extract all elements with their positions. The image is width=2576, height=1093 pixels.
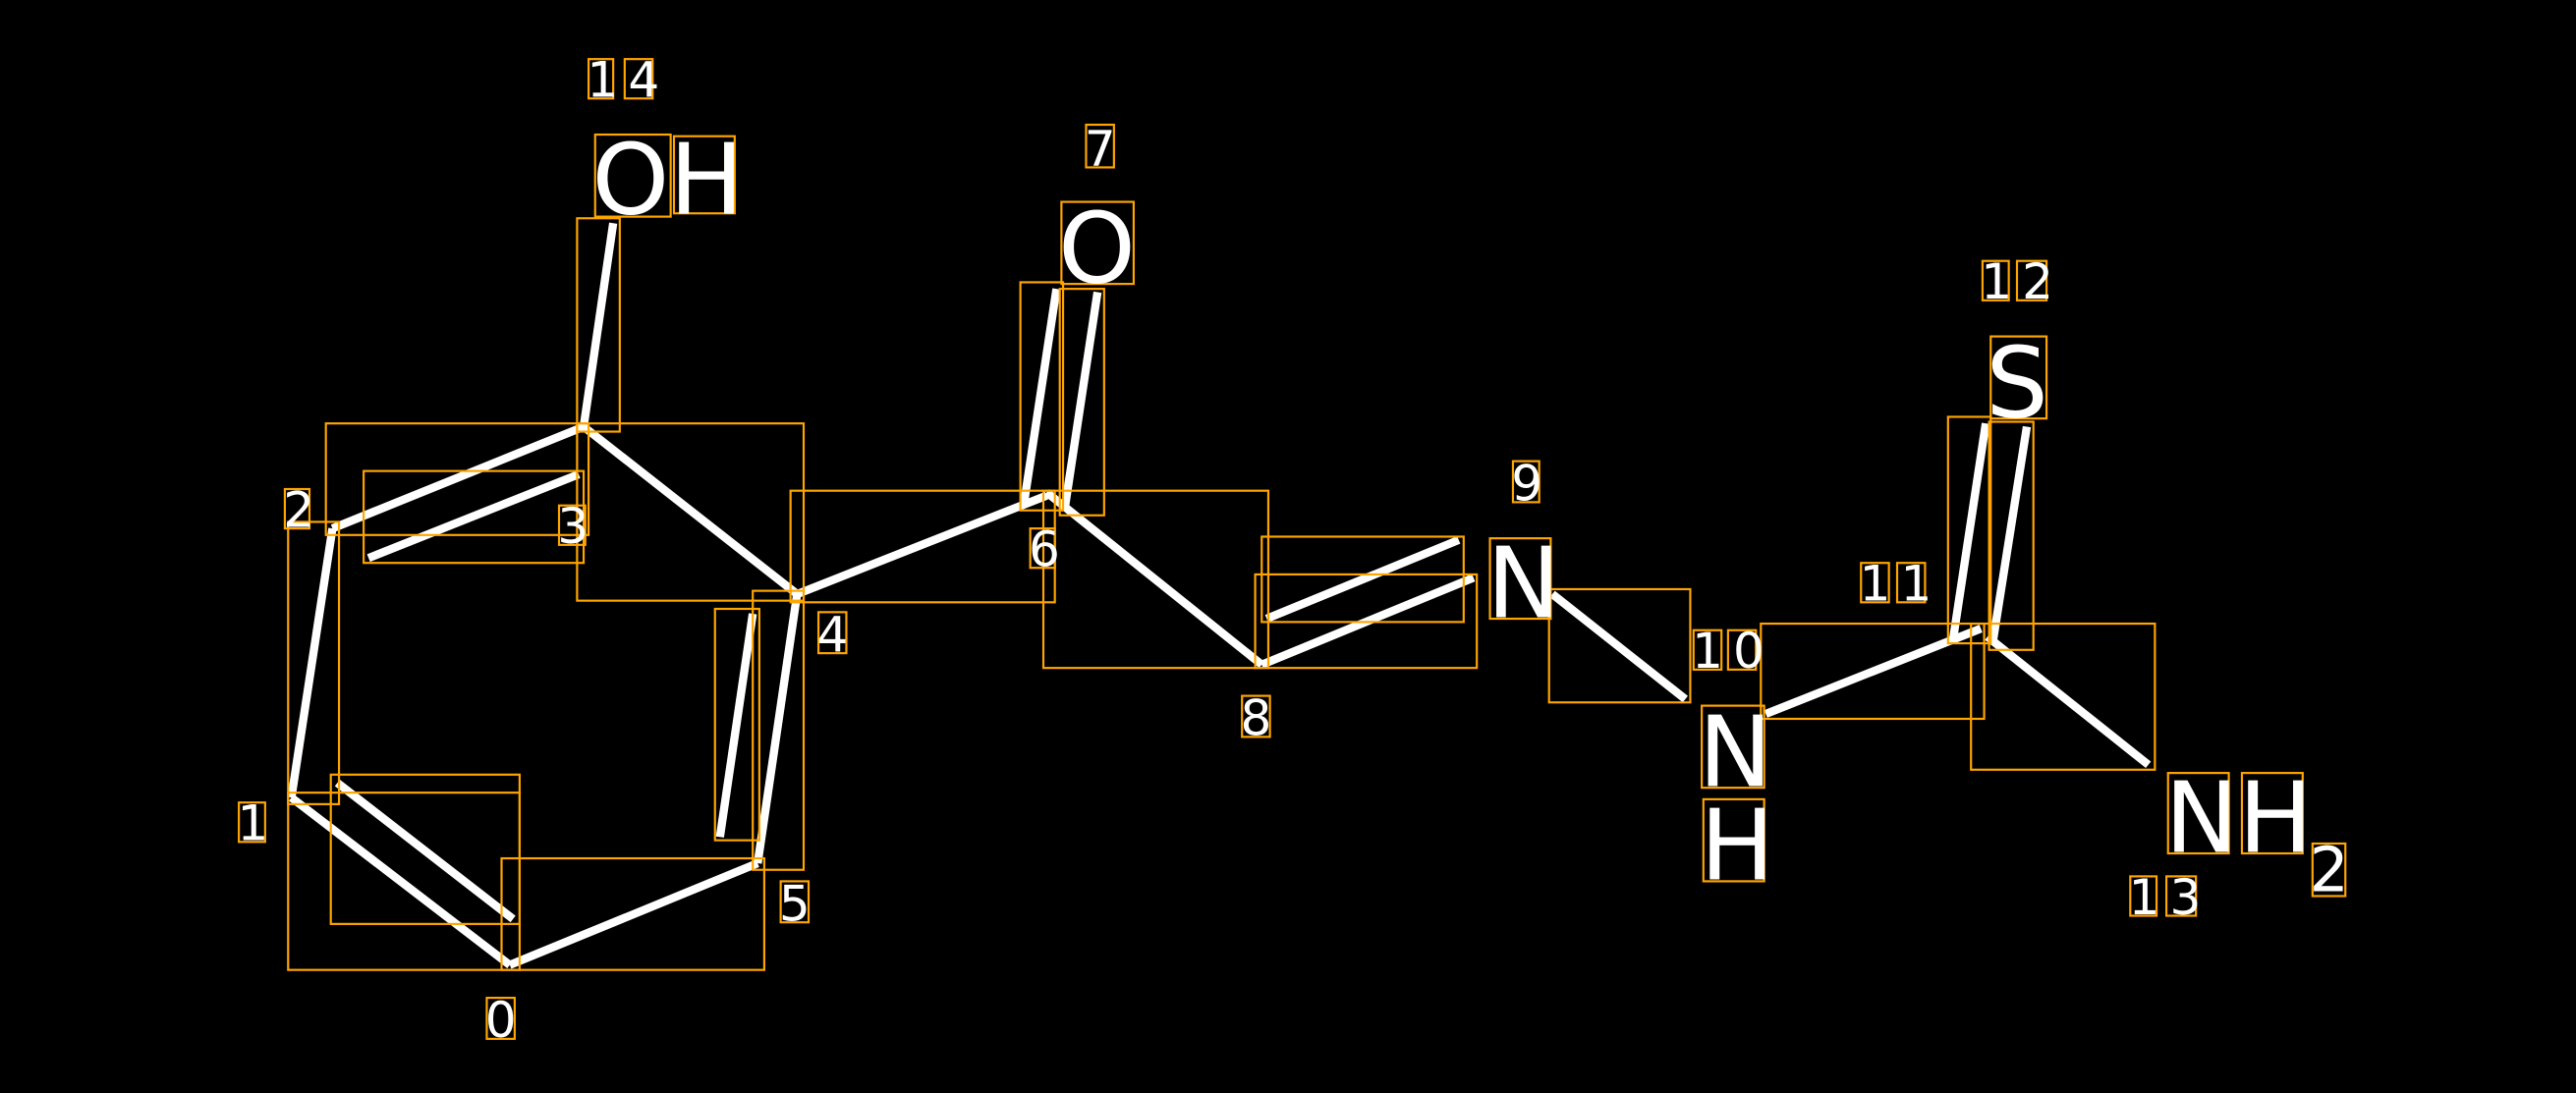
- index-9: 9: [1511, 455, 1552, 513]
- bounding-box: [1702, 797, 1765, 883]
- bounding-box: [1260, 535, 1465, 624]
- bounding-box: [672, 135, 736, 215]
- index-6: 6: [1029, 520, 1070, 578]
- atom-label-o7: O: [1058, 191, 1136, 305]
- index-8: 8: [1241, 689, 1282, 747]
- bounding-box: [1970, 622, 2156, 771]
- bounding-box: [779, 880, 811, 924]
- atom-label-subscript-13: 2: [2309, 833, 2348, 905]
- bond-6-7-b: [1060, 291, 1102, 510]
- bounding-box: [1692, 628, 1723, 671]
- atom-label-n9: N: [1486, 525, 1560, 640]
- atom-label-h10: H: [1700, 789, 1773, 903]
- bounding-box: [713, 607, 760, 842]
- atom-label-nh13: NH: [2164, 760, 2312, 875]
- bounding-box: [1029, 527, 1056, 570]
- bounding-box: [238, 801, 266, 844]
- bond-6-8: [1043, 489, 1264, 669]
- bounding-box: [287, 520, 341, 805]
- bond-3-14: [579, 222, 618, 428]
- bounding-box: [816, 611, 848, 655]
- bounding-box: [1085, 123, 1115, 169]
- bond-8-9-inner: [1264, 535, 1461, 623]
- bounding-box: [1981, 259, 2010, 301]
- bounding-boxes: [238, 58, 2347, 1040]
- bounding-box: [283, 487, 311, 530]
- index-7: 7: [1085, 120, 1126, 178]
- bounding-box: [1058, 288, 1105, 517]
- index-1: 1: [237, 794, 278, 852]
- bond-3-4: [581, 423, 800, 598]
- bond-0-1: [289, 793, 513, 968]
- bounding-box: [2015, 259, 2048, 301]
- bounding-box: [1488, 537, 1552, 621]
- bounding-box: [329, 773, 521, 925]
- bounding-box: [1895, 562, 1927, 604]
- atom-label-s12: S: [1986, 325, 2048, 440]
- bounding-box: [576, 422, 806, 602]
- bond-11-12-b: [1988, 425, 2032, 646]
- bounding-box: [557, 504, 587, 546]
- index-14: 14: [587, 51, 669, 109]
- index-10: 10: [1692, 622, 1774, 680]
- bounding-box: [324, 422, 590, 536]
- bounding-box: [1988, 420, 2035, 651]
- bounding-box: [1019, 281, 1065, 512]
- bounding-box: [587, 58, 615, 100]
- bond-11-13: [1985, 633, 2152, 769]
- bounding-box: [2311, 842, 2347, 898]
- atom-label-n10: N: [1699, 694, 1772, 809]
- bond-5-0: [508, 859, 759, 969]
- index-3: 3: [557, 497, 598, 555]
- bounding-box: [1989, 335, 2048, 420]
- bounding-box: [485, 996, 516, 1040]
- bond-2-3-inner: [366, 470, 581, 563]
- bounding-box: [1946, 415, 1992, 645]
- bounding-box: [2164, 875, 2198, 917]
- bond-4-6: [795, 491, 1048, 598]
- index-2: 2: [283, 480, 324, 538]
- bounding-box: [1254, 573, 1479, 670]
- bond-9-10: [1549, 590, 1689, 703]
- bounding-box: [1041, 489, 1270, 670]
- bounding-box: [752, 589, 806, 871]
- bond-10-11: [1764, 625, 1983, 718]
- index-4: 4: [816, 605, 858, 663]
- bounding-box: [2240, 772, 2304, 855]
- bounding-box: [1241, 694, 1271, 738]
- bounding-box: [1060, 200, 1135, 286]
- index-0: 0: [485, 991, 527, 1049]
- bounding-box: [363, 469, 586, 565]
- bond-4-5-inner: [715, 613, 757, 838]
- bond-4-5: [754, 593, 802, 864]
- bonds: [287, 222, 2152, 969]
- atom-labels: OH O N N H S NH 2 0 1 2 3 4 5 6 7 8 9 10…: [237, 51, 2348, 1050]
- index-13: 13: [2129, 868, 2212, 926]
- atom-label-oh: OH: [591, 122, 743, 237]
- index-11: 11: [1860, 555, 1942, 613]
- bounding-box: [1511, 460, 1540, 504]
- bounding-box: [1726, 628, 1758, 671]
- bounding-box: [1760, 622, 1986, 721]
- bond-1-2: [287, 527, 337, 798]
- bounding-box: [2129, 875, 2158, 917]
- index-5: 5: [779, 875, 820, 933]
- bond-2-3: [330, 422, 586, 532]
- bounding-box: [1860, 562, 1890, 604]
- bounding-box: [500, 856, 765, 971]
- index-12: 12: [1981, 252, 2063, 310]
- bounding-box: [623, 58, 654, 100]
- bond-6-7-a: [1019, 288, 1061, 507]
- bounding-box: [593, 133, 672, 218]
- bounding-box: [1701, 704, 1765, 790]
- bounding-box: [576, 217, 621, 433]
- bounding-box: [2166, 772, 2230, 855]
- bounding-box: [1547, 587, 1692, 704]
- bond-0-1-inner: [334, 779, 516, 923]
- bond-11-12-a: [1948, 422, 1990, 641]
